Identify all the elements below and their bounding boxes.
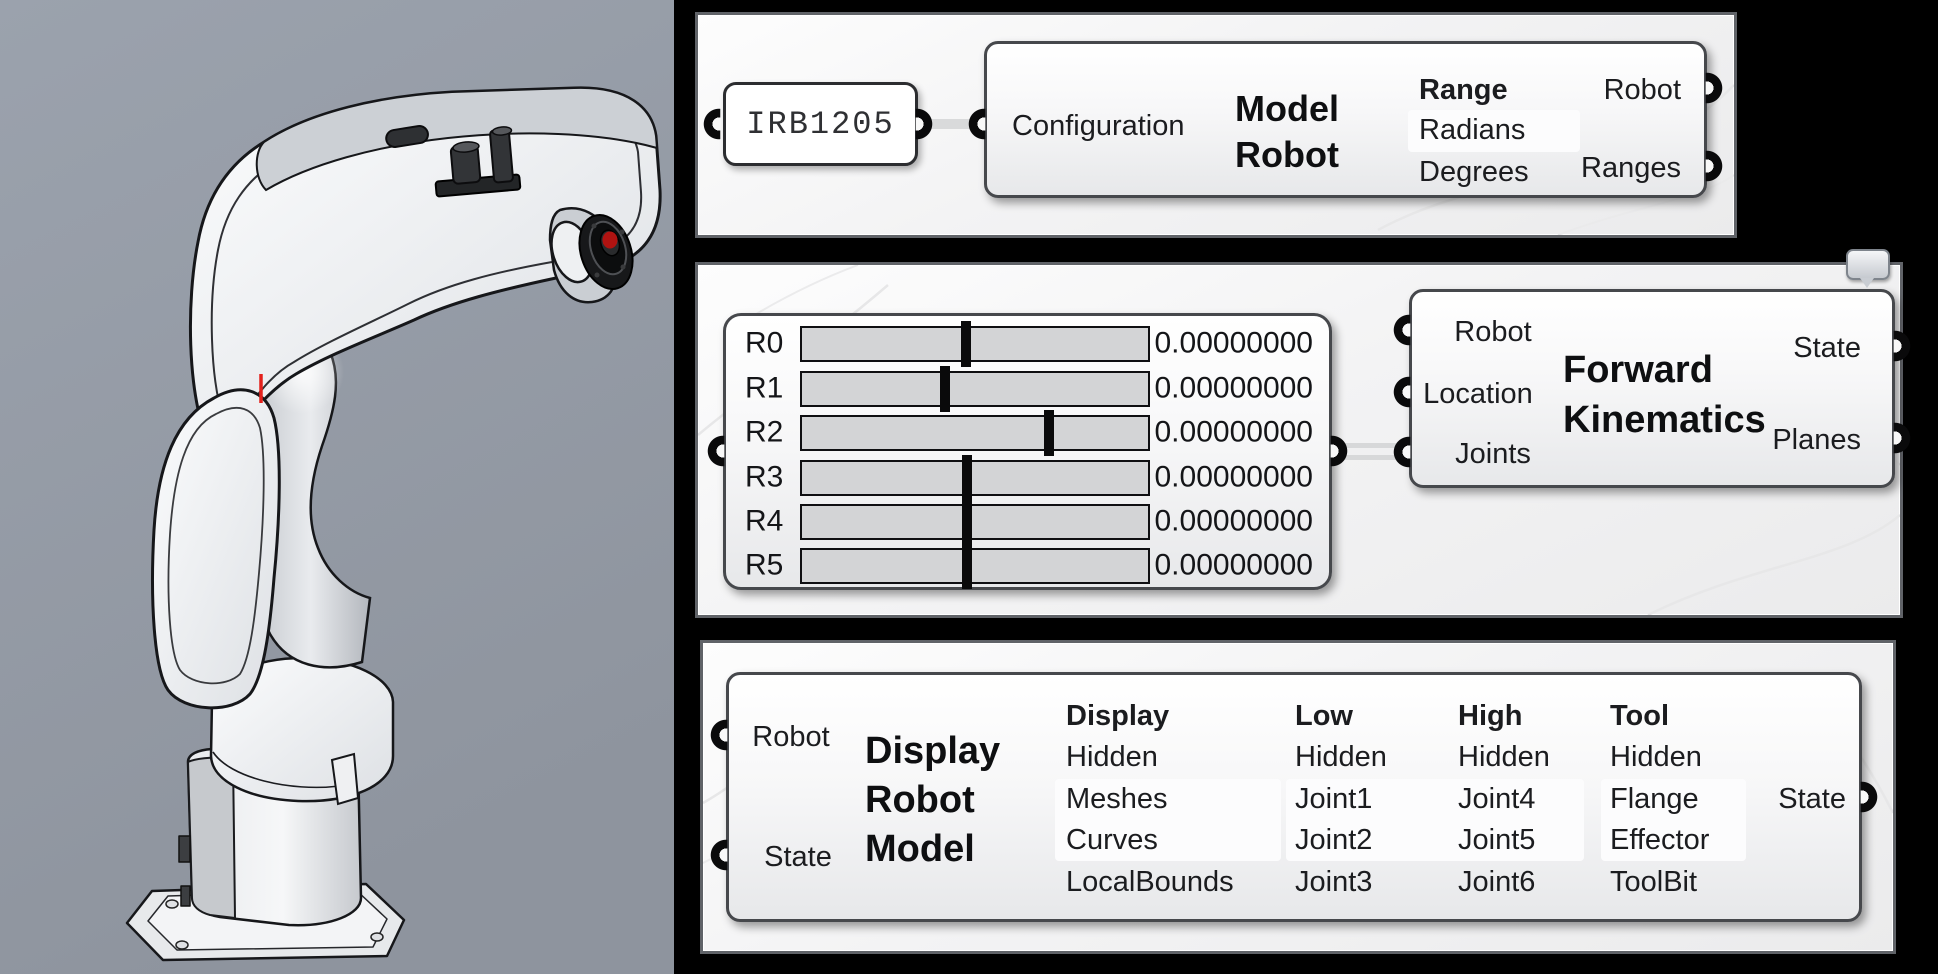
selected-option-highlight (1286, 779, 1456, 861)
grip-input-display-robot[interactable] (710, 719, 728, 751)
grip-output-sliders[interactable] (1330, 435, 1348, 467)
option-tool-flange[interactable]: Flange (1610, 782, 1699, 815)
robot-name-value-panel[interactable]: IRB1205 (723, 82, 918, 166)
selected-option-highlight (1449, 779, 1584, 861)
robot-name-text: IRB1205 (746, 105, 895, 143)
slider-track-r0[interactable] (800, 321, 1150, 367)
wire-name-to-configuration (920, 119, 988, 129)
rhino-viewport[interactable] (0, 0, 674, 974)
robot-arm-links (151, 86, 662, 710)
display-robot-model-component[interactable]: Robot State Display Robot Model Display … (726, 672, 1862, 922)
slider-handle-r2[interactable] (1044, 410, 1055, 456)
component-title: Display Robot Model (865, 730, 1001, 870)
selected-option-highlight (1055, 779, 1281, 861)
option-display-hidden[interactable]: Hidden (1066, 740, 1158, 773)
slider-label: R5 (745, 548, 784, 582)
forward-kinematics-component[interactable]: Robot Location Joints Forward Kinematics… (1409, 289, 1895, 488)
grip-input-fk-location[interactable] (1393, 376, 1411, 408)
slider-value: 0.00000000 (1154, 460, 1314, 494)
slider-handle-r3[interactable] (962, 455, 973, 501)
option-radians[interactable]: Radians (1419, 113, 1526, 146)
input-robot-label: Robot (752, 720, 830, 753)
option-display-curves[interactable]: Curves (1066, 823, 1158, 856)
slider-label: R0 (745, 326, 784, 360)
input-robot-label: Robot (1454, 315, 1532, 348)
slider-label: R1 (745, 371, 784, 405)
option-degrees[interactable]: Degrees (1419, 155, 1529, 188)
output-ranges-label: Ranges (1581, 151, 1681, 184)
slider-value: 0.00000000 (1154, 371, 1314, 405)
component-title: Forward Kinematics (1563, 349, 1766, 441)
column-header-tool: Tool (1610, 699, 1670, 732)
input-state-label: State (764, 840, 832, 873)
grip-output-robot-name[interactable] (915, 108, 933, 140)
slider-track-r1[interactable] (800, 366, 1150, 412)
grip-input-fk-robot[interactable] (1393, 314, 1411, 346)
output-planes-label: Planes (1772, 423, 1861, 456)
grip-output-fk-planes[interactable] (1893, 422, 1911, 454)
column-header-high: High (1458, 699, 1523, 732)
slider-handle-r5[interactable] (962, 543, 973, 589)
column-header-display: Display (1066, 699, 1170, 732)
output-state-label: State (1778, 782, 1846, 815)
grip-output-display-state[interactable] (1860, 781, 1878, 813)
slider-label: R2 (745, 415, 784, 449)
output-robot-label: Robot (1603, 73, 1681, 106)
selected-option-highlight (1408, 110, 1580, 152)
grip-input-fk-joints[interactable] (1393, 436, 1411, 468)
option-low-joint1[interactable]: Joint1 (1295, 782, 1373, 815)
grip-input-robot-name[interactable] (703, 108, 721, 140)
option-low-joint3[interactable]: Joint3 (1295, 865, 1373, 898)
option-display-localbounds[interactable]: LocalBounds (1066, 865, 1234, 898)
comment-bubble-icon[interactable] (1846, 249, 1890, 288)
slider-value: 0.00000000 (1154, 504, 1314, 538)
option-high-joint6[interactable]: Joint6 (1458, 865, 1536, 898)
input-joints-label: Joints (1455, 437, 1531, 470)
slider-track-r2[interactable] (800, 410, 1150, 456)
grip-output-robot[interactable] (1705, 72, 1723, 104)
grip-input-configuration[interactable] (968, 108, 986, 140)
slider-track-r5[interactable] (800, 543, 1150, 589)
slider-value: 0.00000000 (1154, 548, 1314, 582)
robot-arm-render (0, 0, 674, 974)
option-low-hidden[interactable]: Hidden (1295, 740, 1387, 773)
input-configuration-label: Configuration (1012, 109, 1185, 142)
slider-value: 0.00000000 (1154, 415, 1314, 449)
output-state-label: State (1793, 331, 1861, 364)
robot-wrist-flange (548, 207, 634, 304)
option-high-hidden[interactable]: Hidden (1458, 740, 1550, 773)
joint-sliders-component[interactable]: R0 0.00000000 R1 0.00000000 R2 0.0000000… (723, 313, 1332, 590)
wire-sliders-to-joints (1344, 443, 1396, 460)
slider-track-r4[interactable] (800, 499, 1150, 545)
column-header-low: Low (1295, 699, 1353, 732)
grip-input-display-state[interactable] (710, 839, 728, 871)
slider-handle-r1[interactable] (940, 366, 951, 412)
slider-handle-r0[interactable] (961, 321, 971, 367)
flange-red-dot (602, 231, 618, 249)
robot-top-fittings (385, 125, 522, 198)
input-location-label: Location (1423, 377, 1533, 410)
slider-handle-r4[interactable] (962, 499, 973, 545)
option-tool-toolbit[interactable]: ToolBit (1610, 865, 1698, 898)
option-high-joint5[interactable]: Joint5 (1458, 823, 1536, 856)
range-header-label: Range (1419, 73, 1508, 106)
option-high-joint4[interactable]: Joint4 (1458, 782, 1536, 815)
grip-input-sliders[interactable] (707, 435, 725, 467)
model-robot-component[interactable]: Configuration Model Robot Range Radians … (984, 41, 1707, 198)
slider-label: R4 (745, 504, 784, 538)
slider-label: R3 (745, 460, 784, 494)
slider-track-r3[interactable] (800, 455, 1150, 501)
selected-option-highlight (1601, 779, 1746, 861)
option-low-joint2[interactable]: Joint2 (1295, 823, 1373, 856)
grip-output-ranges[interactable] (1705, 150, 1723, 182)
option-tool-effector[interactable]: Effector (1610, 823, 1710, 856)
slider-value: 0.00000000 (1154, 326, 1314, 360)
robot-shoulder (209, 656, 395, 806)
component-title: Model Robot (1235, 88, 1339, 175)
option-display-meshes[interactable]: Meshes (1066, 782, 1168, 815)
option-tool-hidden[interactable]: Hidden (1610, 740, 1702, 773)
grip-output-fk-state[interactable] (1893, 330, 1911, 362)
